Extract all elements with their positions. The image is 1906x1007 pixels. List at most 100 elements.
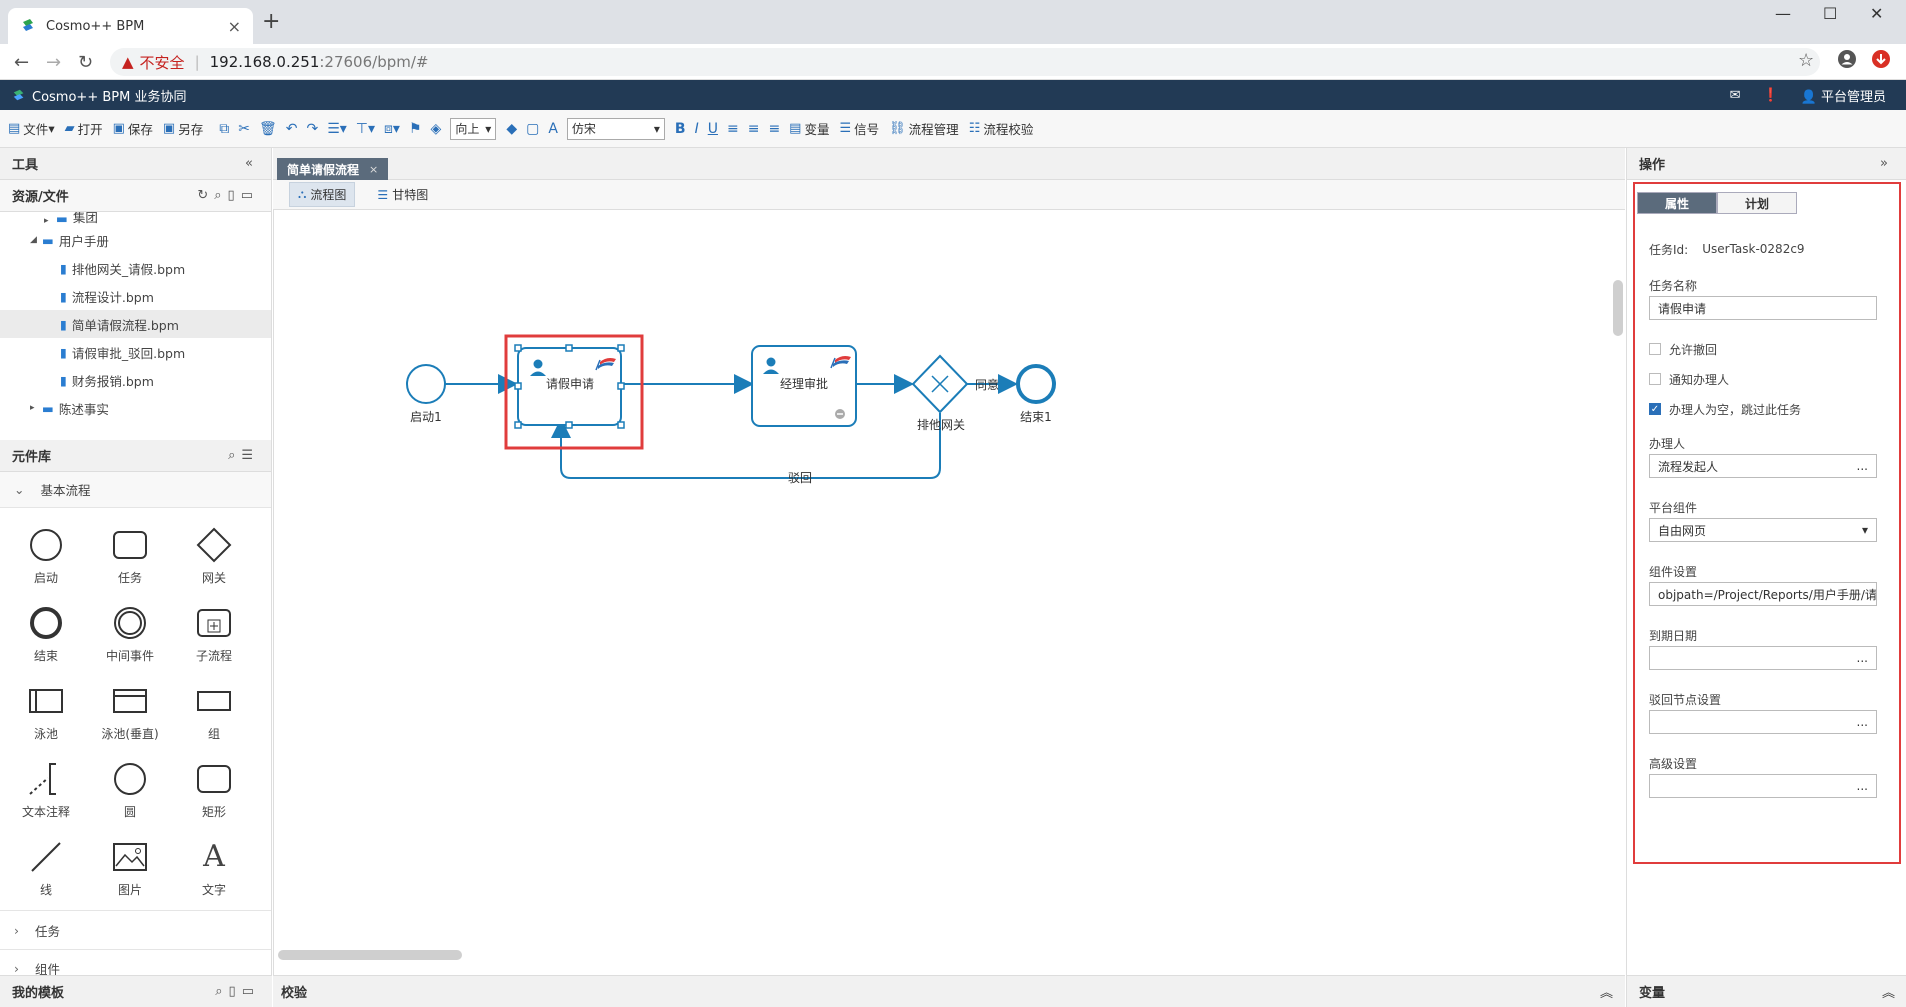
variable-button[interactable]: ▤变量 bbox=[789, 119, 829, 138]
tree-file-item[interactable]: ▮请假审批_驳回.bpm bbox=[0, 338, 271, 366]
align-center-icon[interactable]: ≡ bbox=[747, 120, 760, 137]
resize-handle[interactable] bbox=[617, 421, 625, 429]
basic-flow-section[interactable]: ⌄基本流程 bbox=[0, 472, 271, 508]
resize-handle[interactable] bbox=[617, 344, 625, 352]
new-folder-icon[interactable]: ▭ bbox=[240, 188, 259, 203]
resize-handle[interactable] bbox=[565, 344, 573, 352]
process-mgmt-button[interactable]: ⛓流程管理 bbox=[889, 119, 959, 138]
diagram-canvas[interactable]: 请假申请 经理审批 排他网关 同意 启动1 结束1 驳回 bbox=[273, 210, 1625, 975]
comp-settings-input[interactable]: objpath=/Project/Reports/用户手册/请假 bbox=[1649, 582, 1877, 606]
arrange-icon[interactable]: ⧈▾ bbox=[384, 120, 400, 137]
menu-icon[interactable]: ☰ bbox=[241, 448, 259, 463]
align-vertical-icon[interactable]: ⊤▾ bbox=[355, 120, 376, 137]
palette-text-annotation[interactable]: 文本注释 bbox=[4, 750, 88, 828]
redo-icon[interactable]: ↷ bbox=[306, 120, 319, 137]
tab-gantt[interactable]: ☰甘特图 bbox=[369, 183, 436, 206]
task-section[interactable]: ›任务 bbox=[0, 910, 271, 950]
signal-button[interactable]: ☰信号 bbox=[839, 119, 879, 138]
resize-handle[interactable] bbox=[565, 421, 573, 429]
maximize-icon[interactable]: ☐ bbox=[1823, 4, 1838, 23]
ellipsis-button[interactable]: ... bbox=[1856, 715, 1868, 729]
task-manager-approval[interactable] bbox=[751, 345, 857, 427]
bookmark-star-icon[interactable]: ☆ bbox=[1798, 50, 1815, 71]
font-family-select[interactable]: 仿宋▾ bbox=[566, 117, 665, 140]
url-field[interactable]: ▲ 不安全 | 192.168.0.251 :27606/bpm/# bbox=[110, 48, 1820, 76]
allow-revoke-checkbox[interactable]: 允许撤回 bbox=[1649, 334, 1877, 364]
resize-handle[interactable] bbox=[617, 382, 625, 390]
skip-if-empty-checkbox[interactable]: ✓办理人为空，跳过此任务 bbox=[1649, 394, 1877, 424]
tree-folder-facts[interactable]: ▸▬陈述事实 bbox=[0, 394, 271, 422]
horizontal-scrollbar[interactable] bbox=[278, 950, 462, 960]
new-folder-icon[interactable]: ▭ bbox=[241, 984, 260, 999]
search-icon[interactable]: ⌕ bbox=[214, 188, 228, 203]
notify-handler-checkbox[interactable]: 通知办理人 bbox=[1649, 364, 1877, 394]
align-horizontal-icon[interactable]: ☰▾ bbox=[327, 120, 347, 137]
collapse-right-icon[interactable]: » bbox=[1880, 156, 1894, 171]
document-tab[interactable]: 简单请假流程× bbox=[277, 158, 389, 180]
expand-up-icon[interactable]: ︽ bbox=[1599, 986, 1613, 1001]
align-direction-select[interactable]: 向上▾ bbox=[450, 117, 497, 140]
handler-input[interactable]: 流程发起人... bbox=[1649, 454, 1877, 478]
delete-icon[interactable]: 🗑 bbox=[258, 120, 277, 137]
copy-icon[interactable]: ⧉ bbox=[219, 120, 230, 137]
back-icon[interactable]: ← bbox=[14, 52, 30, 73]
message-icon[interactable]: ✉ bbox=[1729, 87, 1741, 103]
close-icon[interactable]: × bbox=[369, 162, 379, 176]
tree-folder-group[interactable]: ▸▬集团 bbox=[0, 212, 271, 226]
ellipsis-button[interactable]: ... bbox=[1856, 779, 1868, 793]
close-tab-icon[interactable]: × bbox=[227, 16, 241, 36]
palette-pool-vertical[interactable]: 泳池(垂直) bbox=[88, 672, 172, 750]
palette-group[interactable]: 组 bbox=[172, 672, 256, 750]
reject-node-input[interactable]: ... bbox=[1649, 710, 1877, 734]
tab-plan[interactable]: 计划 bbox=[1717, 192, 1797, 214]
tree-file-item[interactable]: ▮财务报销.bpm bbox=[0, 366, 271, 394]
ellipsis-button[interactable]: ... bbox=[1856, 459, 1868, 473]
tab-properties[interactable]: 属性 bbox=[1637, 192, 1717, 214]
palette-pool[interactable]: 泳池 bbox=[4, 672, 88, 750]
browser-tab[interactable]: Cosmo++ BPM × bbox=[8, 8, 253, 44]
search-icon[interactable]: ⌕ bbox=[215, 984, 229, 999]
bold-icon[interactable]: B bbox=[674, 120, 686, 137]
align-left-icon[interactable]: ≡ bbox=[726, 120, 739, 137]
tree-folder-manual[interactable]: ◢▬用户手册 bbox=[0, 226, 271, 254]
platform-comp-select[interactable]: 自由网页▾ bbox=[1649, 518, 1877, 542]
palette-gateway[interactable]: 网关 bbox=[172, 516, 256, 594]
new-file-icon[interactable]: ▯ bbox=[228, 984, 242, 999]
save-button[interactable]: ▣保存 bbox=[113, 119, 153, 138]
profile-icon[interactable] bbox=[1838, 50, 1856, 73]
resize-handle[interactable] bbox=[514, 344, 522, 352]
forward-icon[interactable]: → bbox=[46, 52, 62, 73]
ellipsis-button[interactable]: ... bbox=[1856, 651, 1868, 665]
file-menu-button[interactable]: ▤文件▾ bbox=[8, 121, 55, 137]
italic-icon[interactable]: I bbox=[694, 120, 699, 137]
font-color-icon[interactable]: A bbox=[548, 120, 558, 137]
flow-edge-reject[interactable] bbox=[551, 413, 941, 479]
palette-task[interactable]: 任务 bbox=[88, 516, 172, 594]
palette-rectangle[interactable]: 矩形 bbox=[172, 750, 256, 828]
align-right-icon[interactable]: ≡ bbox=[768, 120, 781, 137]
advanced-input[interactable]: ... bbox=[1649, 774, 1877, 798]
tab-flowchart[interactable]: ⛬流程图 bbox=[289, 182, 356, 207]
underline-icon[interactable]: U bbox=[707, 120, 718, 137]
save-as-button[interactable]: ▣另存 bbox=[163, 119, 203, 138]
paint-bucket-icon[interactable]: ◆ bbox=[506, 120, 518, 137]
palette-end[interactable]: 结束 bbox=[4, 594, 88, 672]
palette-intermediate[interactable]: 中间事件 bbox=[88, 594, 172, 672]
tree-file-item-selected[interactable]: ▮简单请假流程.bpm bbox=[0, 310, 271, 338]
reload-icon[interactable]: ↻ bbox=[78, 52, 94, 73]
connector-icon[interactable]: ⚑ bbox=[408, 120, 422, 137]
user-menu[interactable]: 👤 平台管理员 bbox=[1801, 86, 1886, 105]
window-close-icon[interactable]: ✕ bbox=[1870, 4, 1884, 23]
vertical-scrollbar[interactable] bbox=[1613, 280, 1623, 336]
tree-file-item[interactable]: ▮流程设计.bpm bbox=[0, 282, 271, 310]
border-color-icon[interactable]: ▢ bbox=[526, 120, 540, 137]
open-button[interactable]: ▰打开 bbox=[65, 119, 103, 138]
palette-line[interactable]: 线 bbox=[4, 828, 88, 906]
tree-file-item[interactable]: ▮排他网关_请假.bpm bbox=[0, 254, 271, 282]
search-icon[interactable]: ⌕ bbox=[228, 448, 242, 463]
task-name-input[interactable]: 请假申请 bbox=[1649, 296, 1877, 320]
process-check-button[interactable]: ☷流程校验 bbox=[969, 119, 1034, 138]
end-event[interactable] bbox=[1016, 364, 1056, 404]
info-icon[interactable]: ❗ bbox=[1762, 87, 1779, 103]
